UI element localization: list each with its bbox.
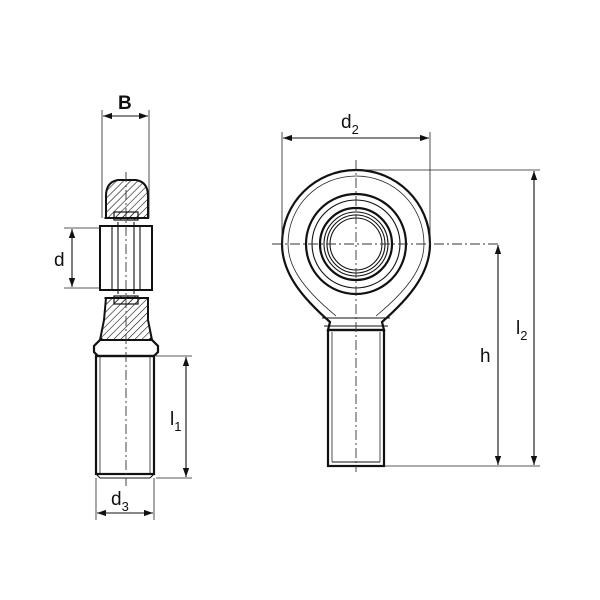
front-bore <box>329 217 383 271</box>
label-B: B <box>118 93 132 114</box>
dimension-l2 <box>356 169 540 465</box>
label-d: d <box>54 250 65 271</box>
side-shank <box>94 354 156 476</box>
dimension-l1 <box>156 355 192 479</box>
label-l1: l1 <box>170 409 181 434</box>
label-d2: d2 <box>341 112 359 137</box>
side-housing-top <box>105 179 149 219</box>
label-l2: l2 <box>516 318 527 343</box>
dimension-h <box>384 245 540 467</box>
label-h: h <box>480 346 491 367</box>
side-view <box>92 172 160 486</box>
dimension-d2 <box>281 132 431 244</box>
front-view <box>272 160 500 472</box>
dimension-d3 <box>95 478 155 520</box>
dimension-B <box>101 110 150 218</box>
front-ball <box>318 206 394 282</box>
label-d3: d3 <box>111 489 129 514</box>
dimension-d <box>64 227 100 289</box>
